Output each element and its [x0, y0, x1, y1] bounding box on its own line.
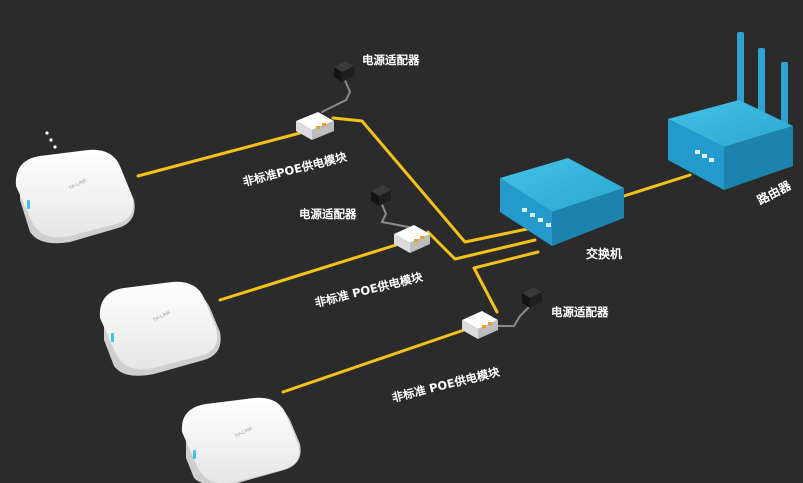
power-adapter-3	[522, 287, 542, 308]
poe-injector-icon	[296, 112, 334, 140]
label-adapter-2: 电源适配器	[299, 207, 357, 221]
cable-switch-router	[622, 173, 692, 198]
cable-ap2-poe2	[218, 243, 398, 302]
poe-injector-icon	[394, 225, 430, 253]
label-poe-module-1: 非标准POE供电模块	[241, 149, 348, 188]
poe-injector-3	[462, 311, 498, 339]
router-antenna	[758, 48, 765, 128]
access-point-icon: TP-LINK	[15, 149, 135, 244]
access-point-1: TP-LINK	[15, 131, 135, 244]
label-poe-module-3: 非标准 POE供电模块	[390, 364, 501, 404]
power-adapter-icon	[334, 61, 354, 82]
poe-injector-2	[394, 225, 430, 253]
cable-poe3-switch	[472, 250, 540, 314]
power-cable-1	[321, 77, 352, 113]
cable-ap1-poe1	[136, 131, 302, 178]
switch	[500, 158, 624, 246]
led-dots-icon	[45, 131, 57, 149]
access-point-icon: TP-LINK	[99, 281, 221, 376]
label-router: 路由器	[754, 177, 794, 208]
power-cables	[321, 77, 533, 327]
poe-injector-1	[296, 112, 334, 140]
power-cable-3	[485, 303, 533, 327]
router	[668, 32, 793, 190]
label-switch: 交换机	[586, 246, 622, 261]
access-point-icon: TP-LINK	[181, 397, 301, 483]
switch-icon	[500, 158, 624, 246]
poe-injector-icon	[462, 311, 498, 339]
power-adapter-2	[371, 185, 391, 206]
cable-poe1-switch	[331, 116, 534, 244]
cable-ap3-poe3	[281, 328, 466, 394]
power-adapter-1	[334, 61, 354, 82]
router-antenna	[737, 32, 744, 112]
power-adapter-icon	[522, 287, 542, 308]
power-cable-2	[380, 201, 415, 229]
label-adapter-3: 电源适配器	[551, 305, 609, 319]
label-adapter-1: 电源适配器	[362, 53, 420, 67]
access-point-3: TP-LINK	[181, 397, 301, 483]
router-icon	[668, 100, 793, 190]
access-point-2: TP-LINK	[99, 281, 221, 376]
cable-poe2-switch	[426, 230, 537, 261]
label-poe-module-2: 非标准 POE供电模块	[313, 269, 424, 309]
cables	[136, 116, 692, 394]
power-adapter-icon	[371, 185, 391, 206]
